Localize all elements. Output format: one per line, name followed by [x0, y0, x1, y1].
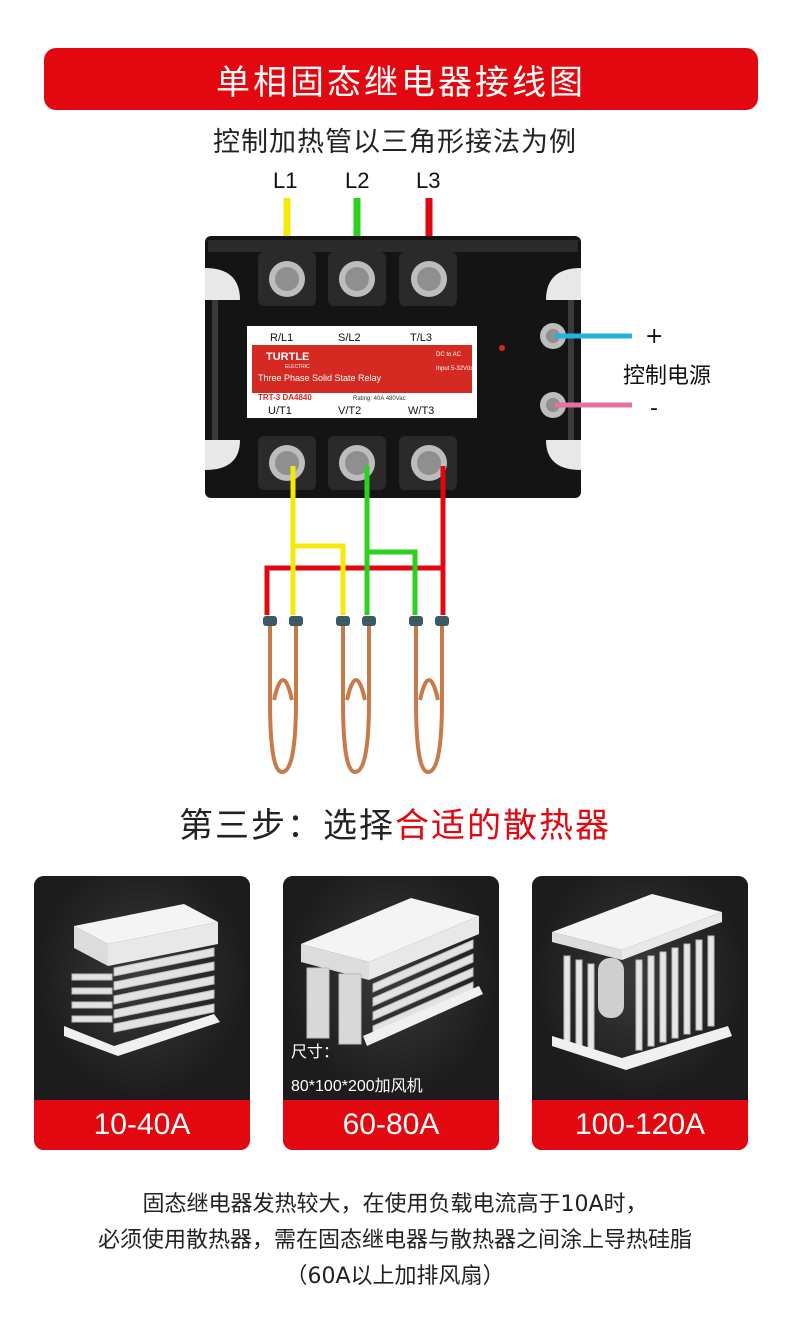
step-highlight: 合适的散热器	[395, 806, 611, 846]
relay-brand-sub: ELECTRIC	[285, 364, 310, 370]
wire-delta-yellow	[290, 466, 346, 615]
top-terminals	[258, 252, 457, 306]
heatsink-card-1: 10-40A	[34, 876, 250, 1150]
relay-label-plate: R/L1 S/L2 T/L3 TURTLE ELECTRIC Three Pha…	[247, 326, 505, 418]
heatsink-size-title: 尺寸：	[291, 1042, 340, 1061]
bottom-terminals	[258, 436, 457, 490]
terminal-label-s-l2: S/L2	[338, 332, 361, 344]
relay-rating: Rating: 40A 480Vac	[353, 396, 406, 402]
heatsink-size-value: 80*100*200加风机	[291, 1078, 423, 1095]
phase-label-l1: L1	[273, 168, 298, 193]
phase-label-l2: L2	[345, 168, 370, 193]
wiring-diagram: R/L1 S/L2 T/L3 TURTLE ELECTRIC Three Pha…	[205, 198, 632, 775]
heatsink-range-2: 60-80A	[283, 1100, 499, 1150]
wire-delta-green	[364, 466, 418, 615]
heatsink-range-3: 100-120A	[532, 1100, 748, 1150]
terminal-label-r-l1: R/L1	[270, 332, 293, 344]
terminal-label-t-l3: T/L3	[410, 332, 432, 344]
terminal-label-v-t2: V/T2	[338, 405, 361, 417]
control-terminals	[540, 323, 566, 418]
control-power-label: 控制电源	[623, 364, 712, 389]
page-title: 单相固态继电器接线图	[44, 48, 758, 110]
heatsink-image-3	[532, 876, 748, 1100]
heatsink-image-1	[34, 876, 250, 1100]
page-subtitle: 控制加热管以三角形接法为例	[213, 127, 577, 158]
note-line-3: （60A以上加排风扇）	[285, 1264, 505, 1289]
step-prefix: 第三步：选择	[179, 806, 395, 846]
heatsink-card-3: 100-120A	[532, 876, 748, 1150]
phase-label-l3: L3	[416, 168, 441, 193]
control-minus-label: -	[650, 396, 658, 421]
terminal-label-u-t1: U/T1	[268, 405, 292, 417]
step-heading: 第三步：选择合适的散热器	[0, 798, 790, 847]
relay-side-text-2: Input 5-32Vdc	[436, 366, 473, 372]
terminal-label-w-t3: W/T3	[408, 405, 434, 417]
heatsink-image-2	[283, 876, 499, 1100]
control-plus-label: +	[645, 324, 664, 349]
heatsink-card-2: 尺寸： 80*100*200加风机 60-80A	[283, 876, 499, 1150]
wire-delta-red	[264, 466, 446, 615]
note-line-1: 固态继电器发热较大，在使用负载电流高于10A时，	[142, 1192, 648, 1217]
relay-product-name: Three Phase Solid State Relay	[258, 373, 382, 383]
relay-side-text-1: DC to AC	[436, 352, 462, 358]
note-line-2: 必须使用散热器，需在固态继电器与散热器之间涂上导热硅脂	[97, 1228, 692, 1253]
relay-model: TRT-3 DA4840	[258, 393, 312, 402]
relay-brand: TURTLE	[266, 351, 309, 363]
heatsink-range-1: 10-40A	[34, 1100, 250, 1150]
heating-tube-caps	[263, 616, 449, 626]
status-led	[499, 345, 505, 351]
heating-tubes	[268, 625, 444, 775]
